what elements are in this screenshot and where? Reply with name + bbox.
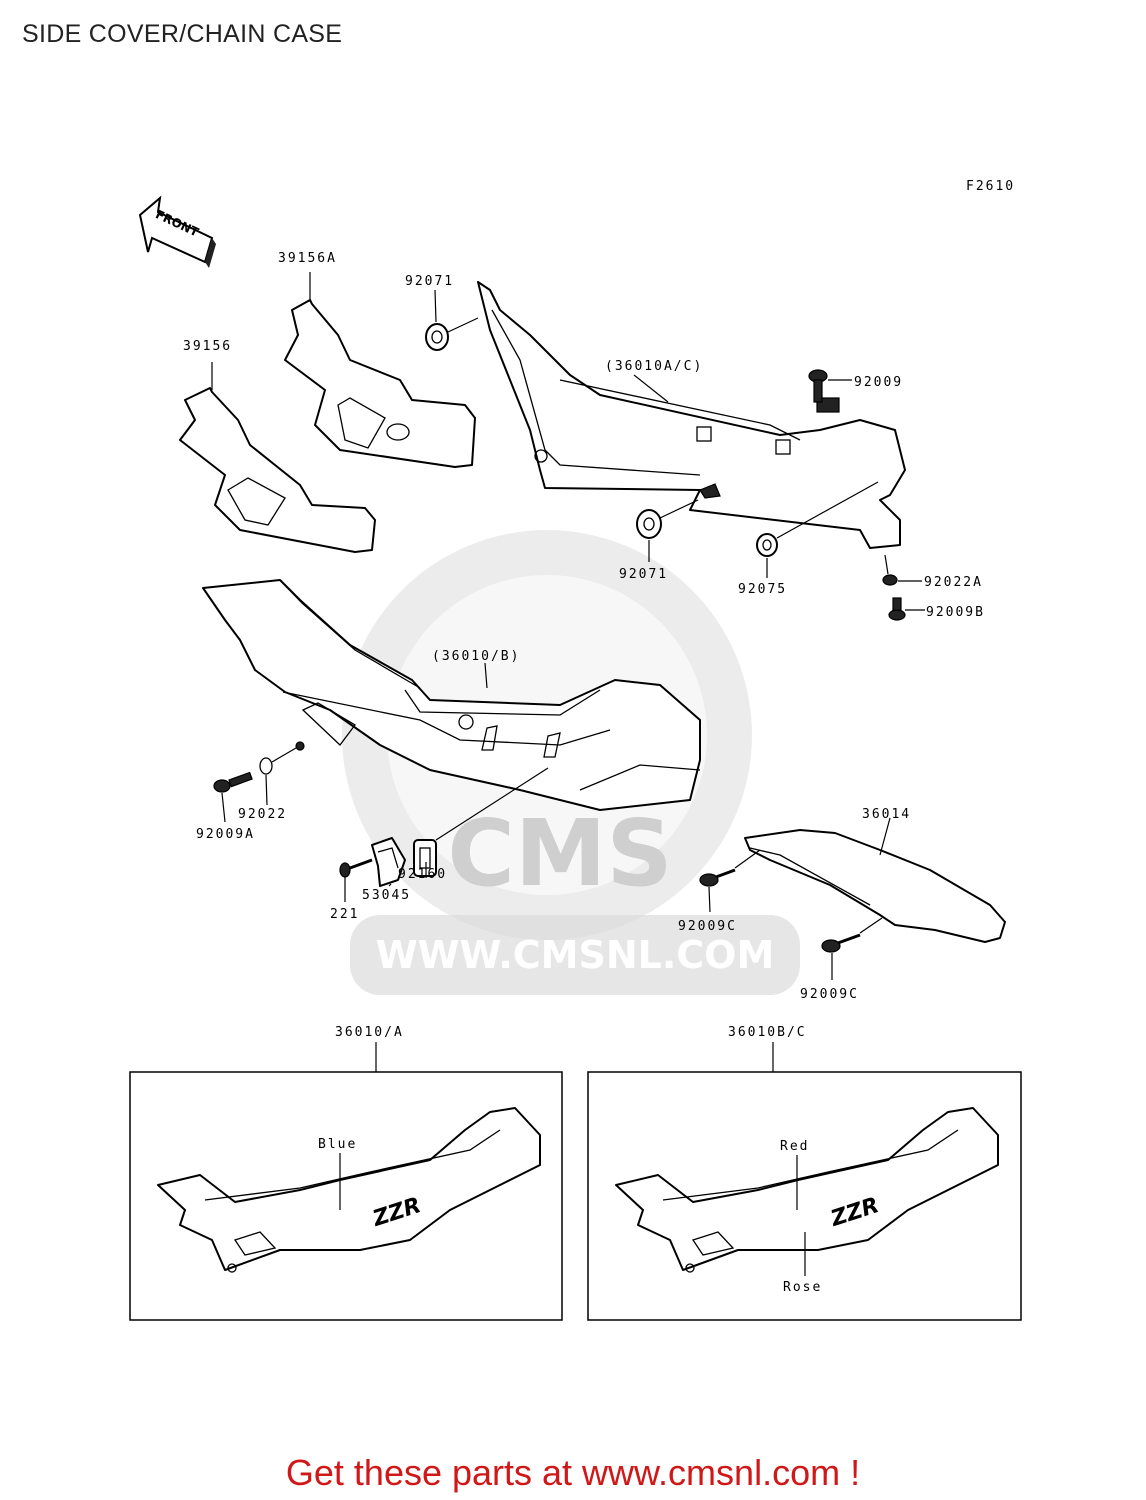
label-92022: 92022	[238, 807, 287, 822]
label-221: 221	[330, 907, 359, 922]
label-92075: 92075	[738, 582, 787, 597]
page-title: SIDE COVER/CHAIN CASE	[22, 20, 343, 48]
label-92071-top: 92071	[405, 274, 454, 289]
damper-92160-icon: 92160	[398, 767, 549, 882]
label-36010B: (36010/B)	[432, 649, 520, 664]
bolt-92009-icon: 92009	[808, 369, 903, 403]
clip-53045-icon: 53045	[362, 837, 411, 903]
label-36014: 36014	[862, 807, 911, 822]
bolt-92009A-icon: 92009A	[196, 771, 255, 842]
watermark-url: WWW.CMSNL.COM	[376, 933, 775, 977]
variant-bc-color-rose: Rose	[783, 1280, 822, 1295]
footer-cta-link[interactable]: Get these parts at www.cmsnl.com !	[285, 1452, 861, 1493]
bolt-92009C-2-icon: 92009C	[800, 917, 883, 1002]
label-53045: 53045	[362, 888, 411, 903]
variant-a-color-blue: Blue	[318, 1137, 357, 1152]
label-92160: 92160	[398, 867, 447, 882]
grommet-92071-mid-icon: 92071	[619, 499, 699, 582]
label-92009B: 92009B	[926, 605, 985, 620]
parts-diagram: CMS WWW.CMSNL.COM F2610 FRONT 39156 3915…	[129, 179, 1022, 1321]
figure-code: F2610	[966, 179, 1015, 194]
grommet-92071-top-icon: 92071	[405, 274, 479, 351]
washer-92022A-icon: 92022A	[882, 554, 983, 590]
label-92071-mid: 92071	[619, 567, 668, 582]
grommet-92075-icon: 92075	[738, 481, 879, 597]
part-36010B: (36010/B)	[202, 579, 701, 811]
label-92022A: 92022A	[924, 575, 983, 590]
variant-box-36010A: 36010/A ZZR Blue	[129, 1025, 563, 1321]
label-92009: 92009	[854, 375, 903, 390]
watermark-brand: CMS	[447, 800, 672, 907]
variant-bc-code: 36010B/C	[728, 1025, 807, 1040]
front-arrow-icon: FRONT	[138, 195, 216, 268]
bolt-92009C-1-icon: 92009C	[678, 849, 761, 934]
label-36010AC: (36010A/C)	[605, 359, 703, 374]
variant-box-36010BC: 36010B/C ZZR Red Rose	[587, 1025, 1022, 1321]
label-92009C-1: 92009C	[678, 919, 737, 934]
washer-92022-icon: 92022	[238, 741, 305, 822]
variant-a-code: 36010/A	[335, 1025, 404, 1040]
label-39156: 39156	[183, 339, 232, 354]
part-39156: 39156	[179, 339, 376, 553]
label-92009C-2: 92009C	[800, 987, 859, 1002]
label-39156A: 39156A	[278, 251, 337, 266]
bolt-92009B-icon: 92009B	[888, 597, 985, 621]
part-36014: 36014	[744, 807, 1006, 943]
part-39156A: 39156A	[278, 251, 476, 468]
variant-bc-color-red: Red	[780, 1139, 809, 1154]
screw-221-icon: 221	[330, 858, 373, 922]
part-36010AC: (36010A/C)	[477, 281, 906, 549]
label-92009A: 92009A	[196, 827, 255, 842]
